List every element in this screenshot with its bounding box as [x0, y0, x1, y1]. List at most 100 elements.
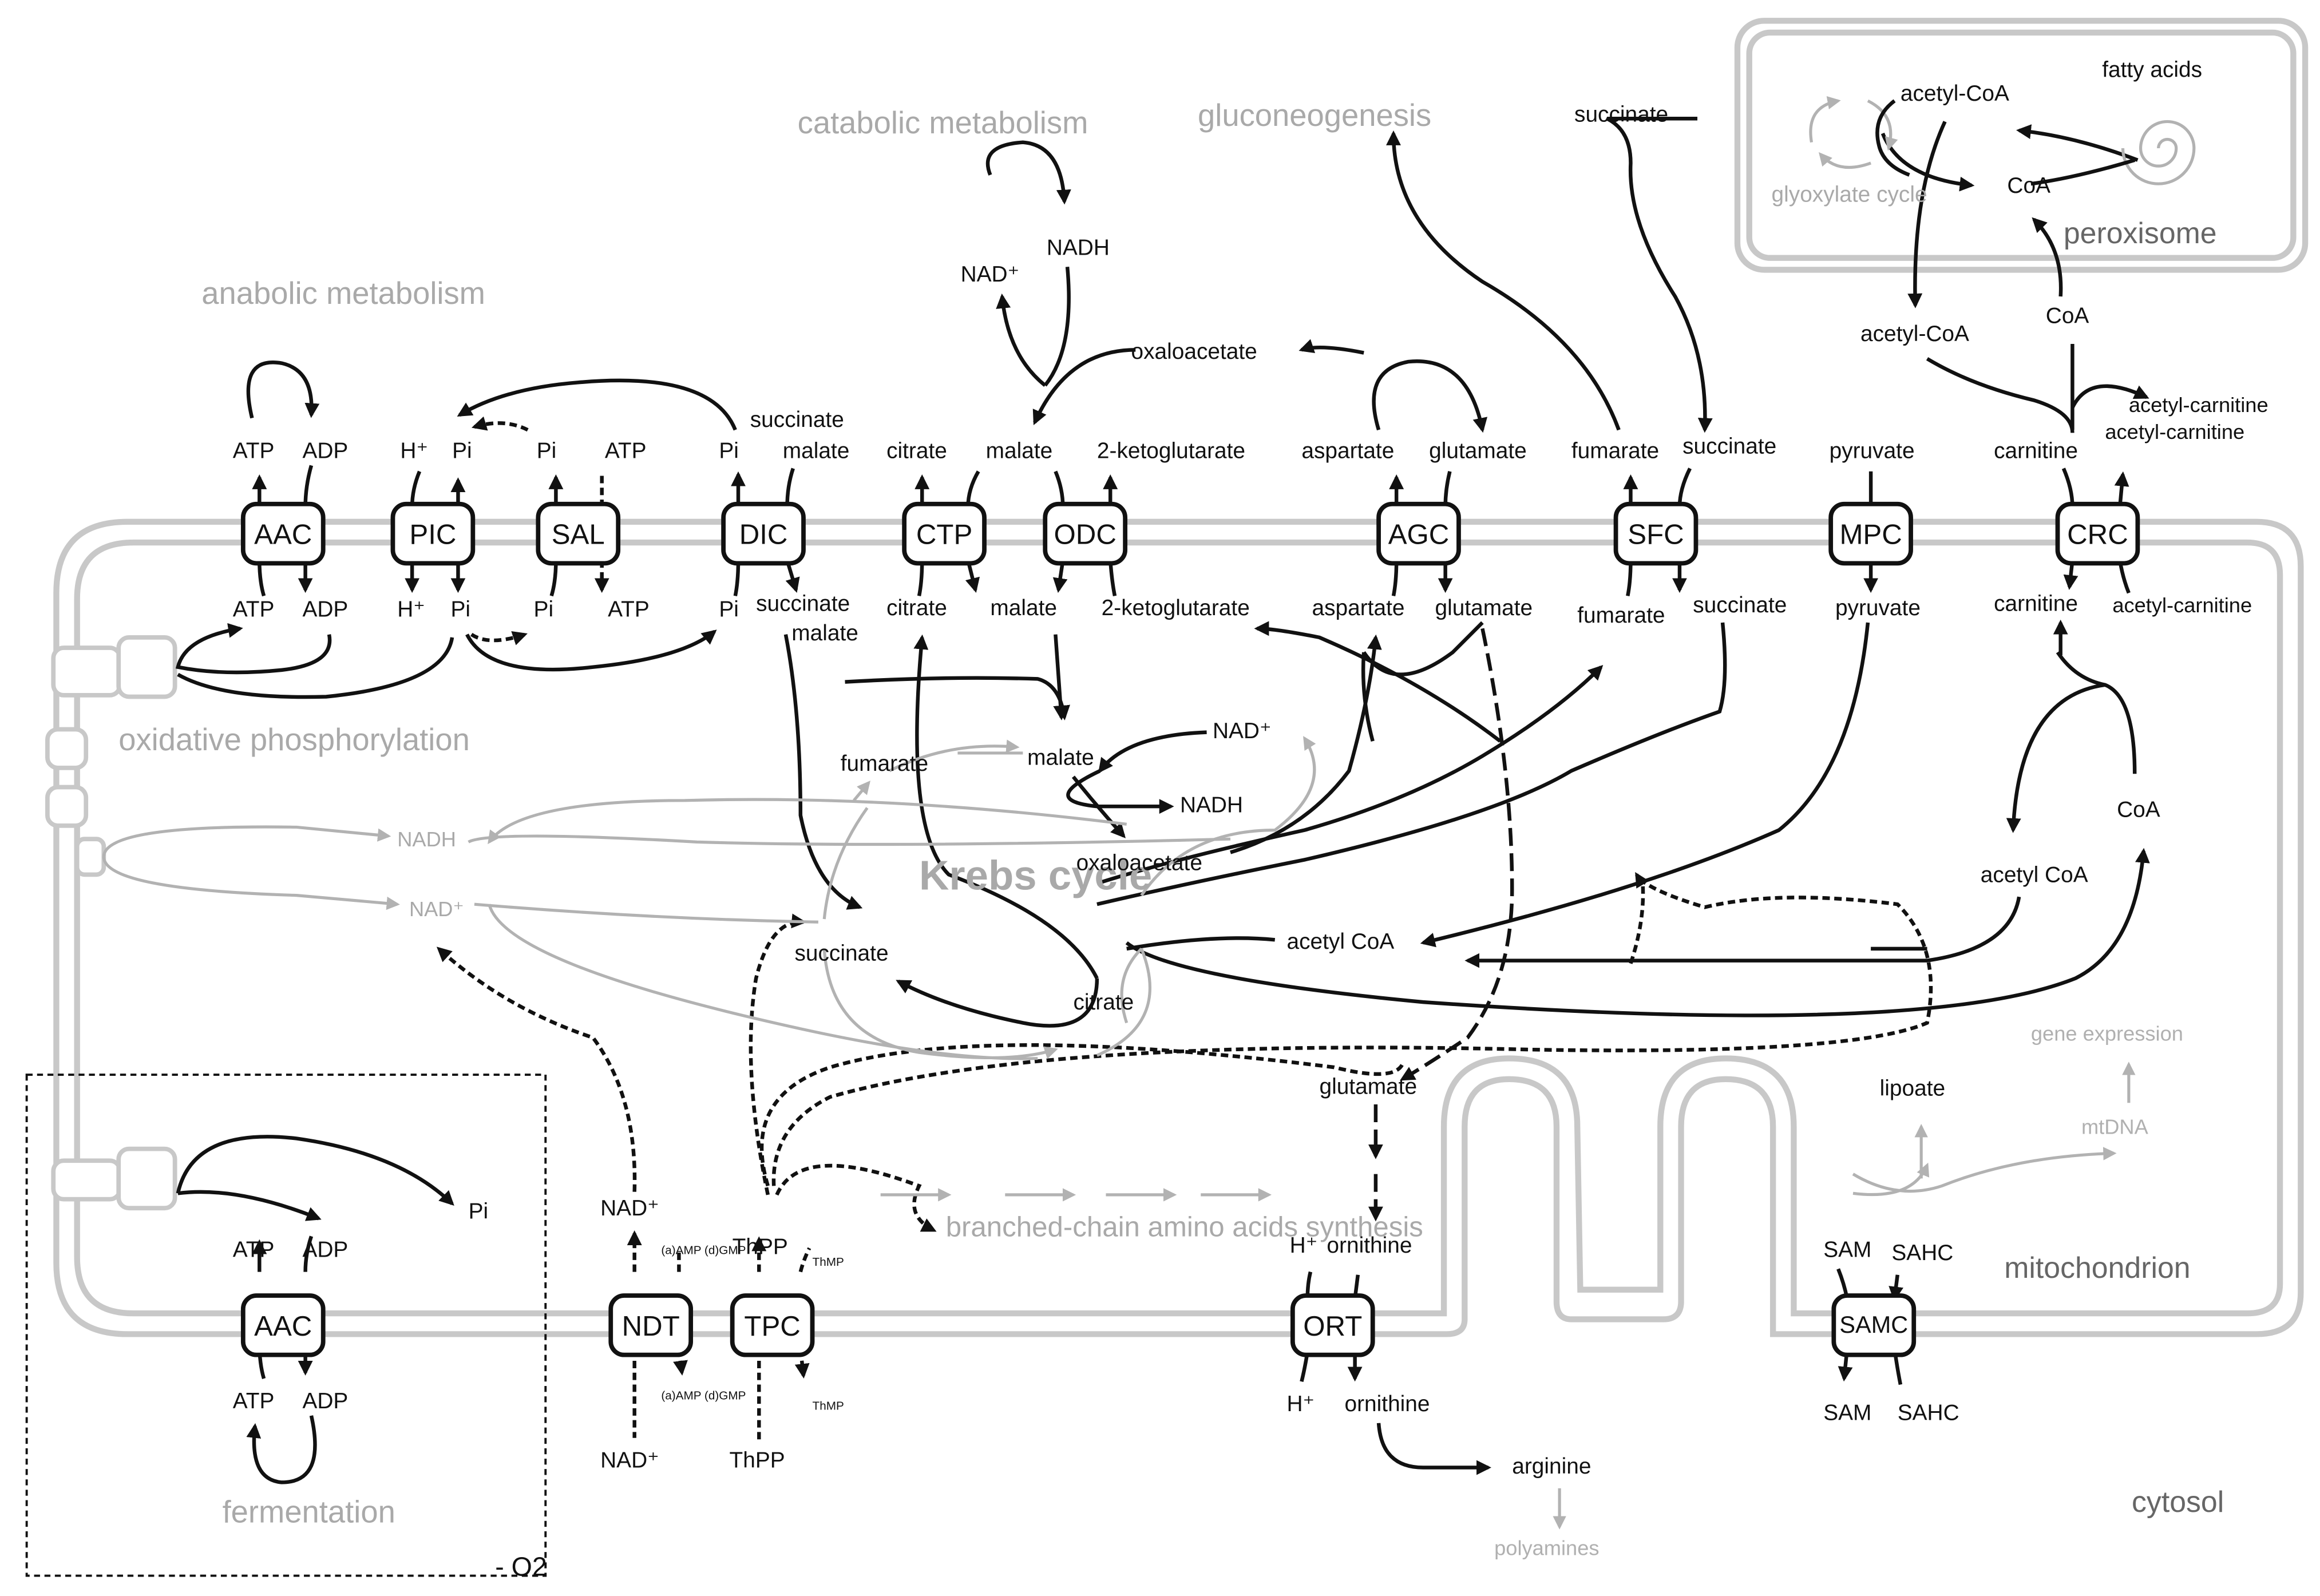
- citrate-cytosol: citrate: [886, 438, 947, 463]
- arginine: arginine: [1512, 1454, 1591, 1479]
- glutamate-matrix: glutamate: [1435, 596, 1533, 620]
- adp-ferm-cytosol: ADP: [302, 1389, 348, 1413]
- mpc-transporter: [1828, 501, 1913, 566]
- fumarate-cytosol: fumarate: [1571, 438, 1659, 463]
- sam-matrix: SAM: [1823, 1238, 1871, 1262]
- ampgmp-cytosol: (a)AMP (d)GMP: [661, 1389, 746, 1402]
- pi-matrix-sal: Pi: [534, 597, 554, 622]
- coa-matrix: CoA: [2117, 797, 2160, 822]
- citrate-matrix: citrate: [886, 596, 947, 620]
- fumarate-matrix: fumarate: [1577, 603, 1665, 628]
- dic-transporter: [721, 501, 806, 566]
- acetylcoa-cytosol: acetyl-CoA: [1860, 322, 1969, 346]
- acetylcarnitine-cytosol-top: acetyl-carnitine: [2129, 393, 2268, 417]
- pathway-arrows: [175, 116, 2196, 1484]
- mtdna-label: mtDNA: [2081, 1115, 2149, 1139]
- pi-cytosol: Pi: [452, 438, 472, 463]
- adp-ferm-matrix: ADP: [302, 1238, 348, 1262]
- h-ort-matrix: H⁺: [1290, 1233, 1318, 1258]
- anoxia-label: - O2: [495, 1552, 547, 1582]
- lipoate: lipoate: [1880, 1076, 1945, 1100]
- adp-cytosol: ADP: [302, 438, 348, 463]
- acetylcoa-peroxisome: acetyl-CoA: [1901, 81, 2009, 106]
- transporter-label: ORT: [1303, 1310, 1362, 1342]
- malate-matrix-dic: malate: [791, 621, 858, 645]
- aac-transporter-top: [240, 501, 326, 566]
- thmp-cytosol: ThMP: [813, 1399, 844, 1412]
- aac-transporter-bottom: [240, 1293, 326, 1357]
- transporter-labels: AAC PIC SAL DIC CTP ODC AGC SFC MPC CRC …: [254, 519, 2128, 1342]
- pi-cytosol-sal: Pi: [537, 438, 557, 463]
- ctp-transporter: [902, 501, 987, 566]
- acetylcarnitine-cytosol: acetyl-carnitine: [2105, 420, 2244, 443]
- fatty-acids: fatty acids: [2102, 58, 2202, 82]
- pi-ferm: Pi: [469, 1199, 489, 1223]
- fumarate-krebs: fumarate: [841, 751, 928, 776]
- fermentation-box: [25, 1074, 547, 1577]
- nad-krebs: NAD⁺: [1213, 719, 1272, 743]
- ketoglutarate-matrix: 2-ketoglutarate: [1102, 596, 1250, 620]
- ampgmp-matrix: (a)AMP (d)GMP: [661, 1243, 746, 1257]
- ornithine-cytosol: ornithine: [1345, 1392, 1430, 1416]
- coa-cytosol: CoA: [2046, 304, 2089, 328]
- malate-cytosol-dic: malate: [783, 438, 850, 463]
- transporter-label: CTP: [916, 519, 972, 551]
- nad-ndt-cytosol: NAD⁺: [600, 1448, 659, 1473]
- transporter-boxes: [240, 501, 2140, 1357]
- ndt-transporter: [608, 1293, 694, 1357]
- pyruvate-cytosol: pyruvate: [1830, 438, 1915, 463]
- process-labels: anabolic metabolism catabolic metabolism…: [118, 98, 2224, 1581]
- sal-transporter: [536, 501, 621, 566]
- odc-transporter: [1043, 501, 1128, 566]
- gene-expression-label: gene expression: [2031, 1021, 2183, 1045]
- succinate-matrix: succinate: [1693, 593, 1787, 617]
- aspartate-matrix: aspartate: [1312, 596, 1405, 620]
- transporter-label: AAC: [254, 1310, 312, 1342]
- succinate-cytosol: succinate: [1682, 434, 1776, 459]
- sahc-cytosol: SAHC: [1898, 1401, 1959, 1425]
- acetylcarnitine-matrix: acetyl-carnitine: [2112, 593, 2252, 617]
- metabolite-labels: ATP ADP ATP ADP H⁺ Pi H⁺ Pi Pi ATP Pi AT…: [233, 58, 2268, 1479]
- nad-oxphos: NAD⁺: [409, 897, 464, 921]
- catabolic-label: catabolic metabolism: [798, 105, 1088, 140]
- bcaa-label: branched-chain amino acids synthesis: [946, 1211, 1423, 1242]
- grey-arrows: [102, 96, 2136, 1530]
- nad-ndt-matrix: NAD⁺: [600, 1196, 659, 1221]
- oxphos-label: oxidative phosphorylation: [118, 722, 470, 757]
- h-ort-cytosol: H⁺: [1286, 1392, 1315, 1416]
- transporter-label: MPC: [1839, 519, 1902, 551]
- cytosol-label: cytosol: [2132, 1485, 2224, 1518]
- nadh-krebs: NADH: [1180, 793, 1243, 818]
- mitochondrion-membrane: [53, 518, 2304, 1337]
- glutamate-mito: glutamate: [1319, 1075, 1417, 1099]
- peroxisome-membrane: [1734, 18, 2309, 273]
- sahc-matrix: SAHC: [1891, 1241, 1953, 1265]
- tpc-transporter: [730, 1293, 815, 1357]
- thmp-matrix: ThMP: [813, 1256, 844, 1269]
- glutamate-cytosol: glutamate: [1429, 438, 1527, 463]
- transporter-label: AGC: [1388, 519, 1450, 551]
- nadh-catabolic: NADH: [1047, 236, 1110, 260]
- coa-peroxisome: CoA: [2007, 173, 2050, 198]
- oxaloacetate-cytosol: oxaloacetate: [1131, 339, 1257, 364]
- agc-transporter: [1376, 501, 1461, 566]
- thpp-matrix: ThPP: [733, 1234, 788, 1259]
- polyamines-label: polyamines: [1494, 1536, 1599, 1559]
- transporter-label: PIC: [409, 519, 456, 551]
- transporter-label: CRC: [2067, 519, 2128, 551]
- aspartate-cytosol: aspartate: [1301, 438, 1394, 463]
- nadh-oxphos: NADH: [397, 827, 456, 851]
- atp-matrix: ATP: [233, 597, 275, 622]
- atp-cytosol: ATP: [233, 438, 275, 463]
- acetylcoa-crc: acetyl CoA: [1981, 862, 2088, 887]
- h-matrix: H⁺: [397, 597, 425, 622]
- atp-ferm-matrix: ATP: [233, 1238, 275, 1262]
- transporter-label: SFC: [1628, 519, 1684, 551]
- transporter-label: TPC: [744, 1310, 800, 1342]
- transporter-label: NDT: [622, 1310, 680, 1342]
- h-cytosol: H⁺: [400, 438, 428, 463]
- pic-transporter: [390, 501, 476, 566]
- carnitine-matrix: carnitine: [1994, 591, 2078, 616]
- acetylcoa-krebs: acetyl CoA: [1286, 929, 1394, 954]
